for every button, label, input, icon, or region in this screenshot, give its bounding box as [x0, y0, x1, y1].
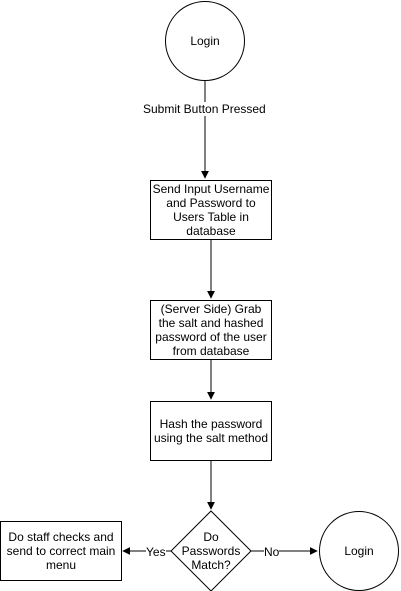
staff-checks-label: Do staff checks and send to correct main…	[6, 530, 116, 572]
send-input-box	[150, 180, 272, 240]
grab-salt-label: (Server Side) Grab the salt and hashed p…	[155, 302, 267, 358]
hash-password-box	[150, 401, 272, 461]
decision-label: Do Passwords Match?	[181, 530, 241, 572]
yes-edge-label: Yes	[146, 545, 166, 559]
send-input-label: Send Input Username and Password to User…	[152, 182, 270, 238]
decision-diamond	[170, 510, 252, 591]
hash-password-label: Hash the password using the salt method	[153, 417, 269, 445]
no-edge-label: No	[264, 545, 280, 559]
start-login-label: Login	[190, 34, 220, 48]
staff-checks-box	[0, 521, 122, 581]
start-login-circle	[165, 1, 245, 81]
end-login-label: Login	[344, 544, 374, 558]
submit-edge-label: Submit Button Pressed	[143, 102, 266, 116]
grab-salt-box	[150, 300, 272, 360]
